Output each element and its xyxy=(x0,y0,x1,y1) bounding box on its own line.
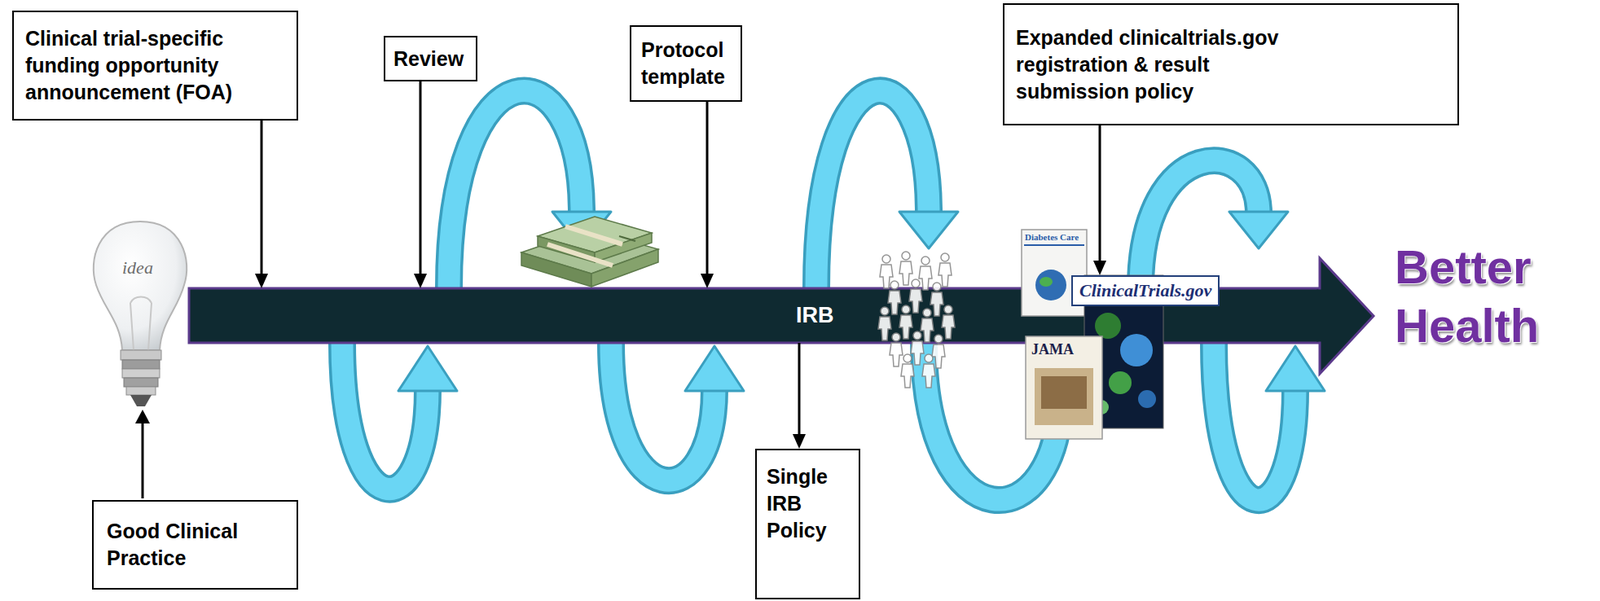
connector-line xyxy=(706,101,709,276)
loop-ribbons-part xyxy=(816,90,929,314)
journal-covers-part xyxy=(1120,334,1153,367)
text-box: Good Clinical Practice xyxy=(92,500,299,590)
participants-part xyxy=(901,354,915,388)
text-box: Single IRB Policy xyxy=(755,448,861,600)
journal-covers-part xyxy=(1035,269,1067,301)
connector-line xyxy=(798,342,801,436)
connector-arrow xyxy=(700,101,714,289)
participants-part xyxy=(889,333,903,367)
participants-part xyxy=(920,308,934,343)
participants-part xyxy=(899,305,913,339)
light-bulb-part xyxy=(93,221,187,351)
timeline-arrow-part xyxy=(1319,258,1374,374)
arrow-head xyxy=(254,273,269,289)
arrow-head xyxy=(413,273,427,289)
arrow-head xyxy=(700,273,714,289)
journal-covers-part xyxy=(1025,336,1103,440)
node-text: ClinicalTrials.gov xyxy=(1079,279,1212,303)
text-box: Review xyxy=(383,35,478,82)
loop-ribbons-part xyxy=(1213,317,1296,501)
leader-arrow xyxy=(135,409,150,499)
timeline-arrow-part xyxy=(1316,290,1324,343)
light-bulb-part xyxy=(126,386,156,396)
participants-part xyxy=(941,305,955,339)
journal-covers-part xyxy=(1041,376,1087,409)
arrow-head xyxy=(1093,260,1107,276)
loop-ribbons-inner-part xyxy=(1213,317,1296,501)
node-text: Expanded clinicaltrials.gov registration… xyxy=(1015,24,1306,106)
text-box: Protocol template xyxy=(629,25,743,102)
node-text: Review xyxy=(393,45,468,73)
loop-ribbons-inner-part xyxy=(816,90,929,314)
text-box: Expanded clinicaltrials.gov registration… xyxy=(1002,3,1460,126)
text-box: Clinical trial-specific funding opportun… xyxy=(12,10,299,121)
journal-covers-part xyxy=(1024,244,1085,247)
light-bulb-part xyxy=(130,297,152,352)
loop-arrowheads-part xyxy=(398,346,458,392)
journal-title: JAMA xyxy=(1031,340,1074,359)
money-stack-part xyxy=(565,226,623,245)
participants-part xyxy=(922,354,936,388)
node-text: Protocol template xyxy=(641,36,731,91)
participants-part xyxy=(930,282,944,317)
node-text: Clinical trial-specific funding opportun… xyxy=(25,25,286,106)
participants-part xyxy=(878,307,892,341)
light-bulb-part xyxy=(130,395,152,407)
logo-box: ClinicalTrials.gov xyxy=(1071,275,1220,307)
loop-ribbons-part xyxy=(448,90,582,314)
journal-covers xyxy=(1021,229,1164,440)
connector-line xyxy=(419,81,422,276)
node-text: Single IRB Policy xyxy=(766,463,849,545)
timeline-arrow xyxy=(189,258,1374,374)
participants xyxy=(878,251,955,388)
loop-arrowheads-part xyxy=(1265,346,1325,392)
light-bulb-part xyxy=(123,378,159,387)
loop-arrowheads-part xyxy=(1229,211,1288,249)
participants-part xyxy=(931,334,946,369)
money-stack xyxy=(521,216,659,287)
connector-arrow xyxy=(413,81,427,289)
money-stack-part xyxy=(619,236,636,242)
participants-part xyxy=(918,256,932,291)
light-bulb-part xyxy=(122,360,160,370)
participants-part xyxy=(887,281,902,315)
participants-part xyxy=(910,331,924,365)
connector-line xyxy=(1098,125,1102,263)
loop-arrowheads-part xyxy=(899,211,959,249)
slogan-text: Better Health xyxy=(1394,237,1570,356)
light-bulb-part xyxy=(120,350,162,361)
loop-arrowheads-part xyxy=(685,346,744,392)
arrow-head xyxy=(792,434,806,449)
leader-arrow-part xyxy=(141,421,145,499)
journal-covers-part xyxy=(1034,368,1094,426)
bulb-text: idea xyxy=(122,257,154,279)
participants-part xyxy=(938,253,952,287)
node-text: IRB xyxy=(795,288,835,343)
light-bulb xyxy=(93,221,187,407)
participants-part xyxy=(899,251,913,286)
money-stack-part xyxy=(547,244,613,266)
connector-arrow xyxy=(1093,125,1107,276)
connector-line xyxy=(260,120,264,276)
light-bulb-part xyxy=(122,369,160,379)
journal-covers-part xyxy=(1108,371,1132,395)
journal-covers-part xyxy=(1094,312,1121,339)
journal-covers-part xyxy=(1138,390,1157,409)
participants-part xyxy=(909,279,923,313)
journal-title: Diabetes Care xyxy=(1024,232,1079,243)
node-text: Good Clinical Practice xyxy=(106,518,284,572)
leader-arrow-part xyxy=(135,409,150,424)
journal-covers-part xyxy=(1039,276,1053,287)
loop-ribbons-inner-part xyxy=(448,90,582,314)
connector-arrow xyxy=(792,342,806,449)
connector-arrow xyxy=(254,120,269,289)
